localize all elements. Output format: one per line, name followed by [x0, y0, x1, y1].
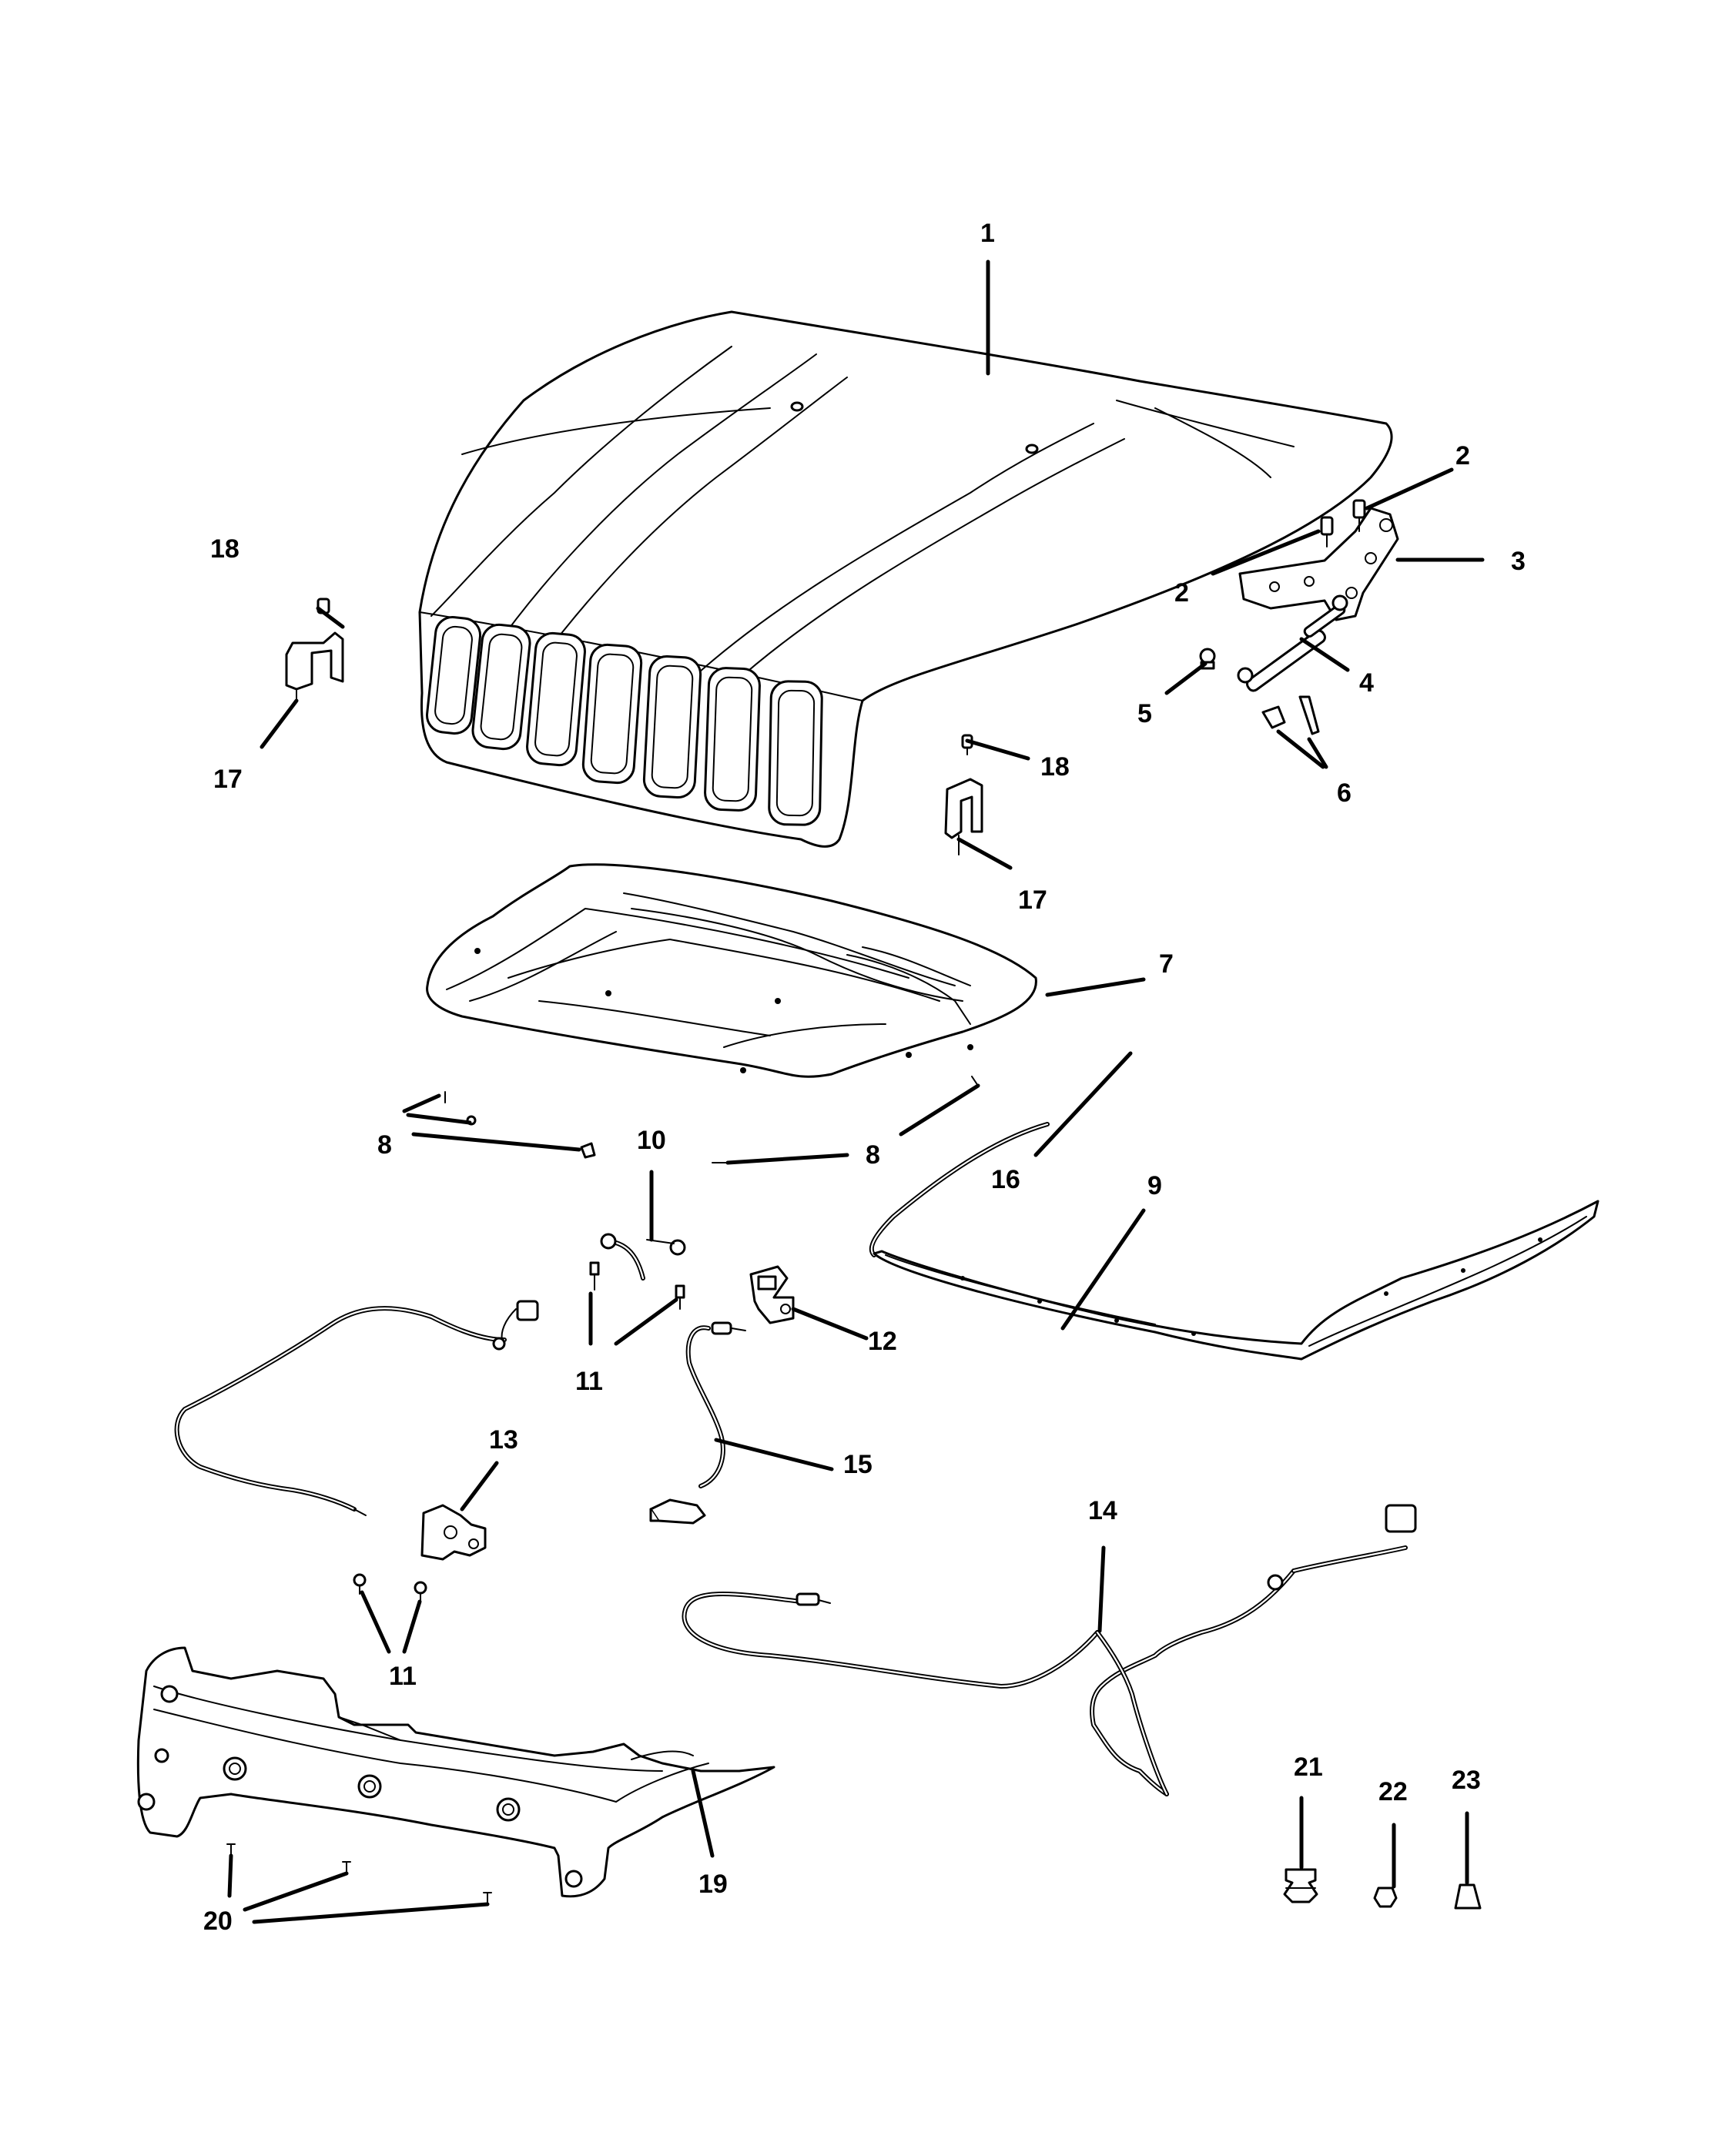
- hood-panel: [418, 310, 1393, 848]
- callout-5: 5: [1137, 699, 1152, 728]
- grille-slot: [704, 667, 761, 812]
- callout-15: 15: [843, 1450, 873, 1479]
- prop-rod-clip: [600, 1233, 686, 1281]
- grille-slot: [768, 680, 823, 826]
- push-clip: [226, 1843, 492, 1905]
- callout-2-lower: 2: [1174, 578, 1189, 608]
- callout-6: 6: [1337, 778, 1352, 808]
- secondary-latch: [420, 1504, 487, 1561]
- grille-slot: [642, 655, 702, 798]
- release-handle-cable: [649, 1321, 746, 1525]
- side-bracket-left: [285, 631, 344, 701]
- hinge-bolt: [1352, 499, 1366, 532]
- callout-18-left: 18: [210, 534, 239, 564]
- callout-3: 3: [1511, 547, 1526, 576]
- screw: [353, 1573, 427, 1602]
- callout-16: 16: [991, 1165, 1020, 1194]
- callout-9: 9: [1147, 1171, 1162, 1200]
- hood-insulator: [426, 863, 1037, 1078]
- nut-fastener: [1373, 1886, 1398, 1908]
- callout-14: 14: [1088, 1496, 1117, 1525]
- callout-19: 19: [698, 1870, 728, 1899]
- callout-11-low: 11: [389, 1662, 417, 1691]
- callout-13: 13: [489, 1425, 518, 1455]
- front-seal: [873, 1200, 1599, 1361]
- wire-harness: [682, 1504, 1417, 1796]
- hood-weatherstrip: [869, 1122, 1050, 1257]
- push-pin-fastener: [444, 1076, 979, 1163]
- release-cable-left: [174, 1300, 539, 1516]
- strut-ball-stud: [1199, 648, 1216, 670]
- hood-latch: [749, 1265, 795, 1324]
- push-retainer: [1283, 1868, 1318, 1903]
- stud-pair: [1261, 695, 1320, 735]
- callout-20: 20: [203, 1907, 233, 1936]
- callout-4: 4: [1359, 668, 1374, 698]
- hinge-bolt: [1320, 516, 1334, 547]
- callout-17-left: 17: [213, 765, 243, 794]
- callout-12: 12: [868, 1327, 897, 1356]
- bumper-stop: [1454, 1883, 1482, 1910]
- callout-22: 22: [1378, 1777, 1408, 1806]
- callout-11-mid: 11: [575, 1367, 603, 1396]
- callout-7: 7: [1159, 949, 1174, 979]
- callout-17-right: 17: [1018, 886, 1047, 915]
- callout-2-upper: 2: [1455, 441, 1470, 470]
- grille-slot: [471, 623, 531, 751]
- hood-support-strut: [1237, 594, 1348, 692]
- bolt: [589, 1261, 685, 1310]
- callout-1: 1: [980, 219, 995, 248]
- callout-21: 21: [1294, 1753, 1323, 1782]
- callout-18-right: 18: [1040, 752, 1070, 782]
- grille-slot: [581, 643, 643, 785]
- leader-lines: [227, 259, 1485, 1924]
- clip-right: [961, 734, 973, 755]
- callout-10: 10: [637, 1126, 666, 1155]
- grille-slot: [425, 616, 482, 735]
- callout-8-right: 8: [866, 1140, 880, 1170]
- grille-slot: [526, 631, 586, 767]
- hood-hinge: [1238, 507, 1399, 621]
- radiator-closure-panel: [136, 1646, 775, 1898]
- callout-8-left: 8: [377, 1130, 392, 1160]
- callout-23: 23: [1452, 1766, 1481, 1795]
